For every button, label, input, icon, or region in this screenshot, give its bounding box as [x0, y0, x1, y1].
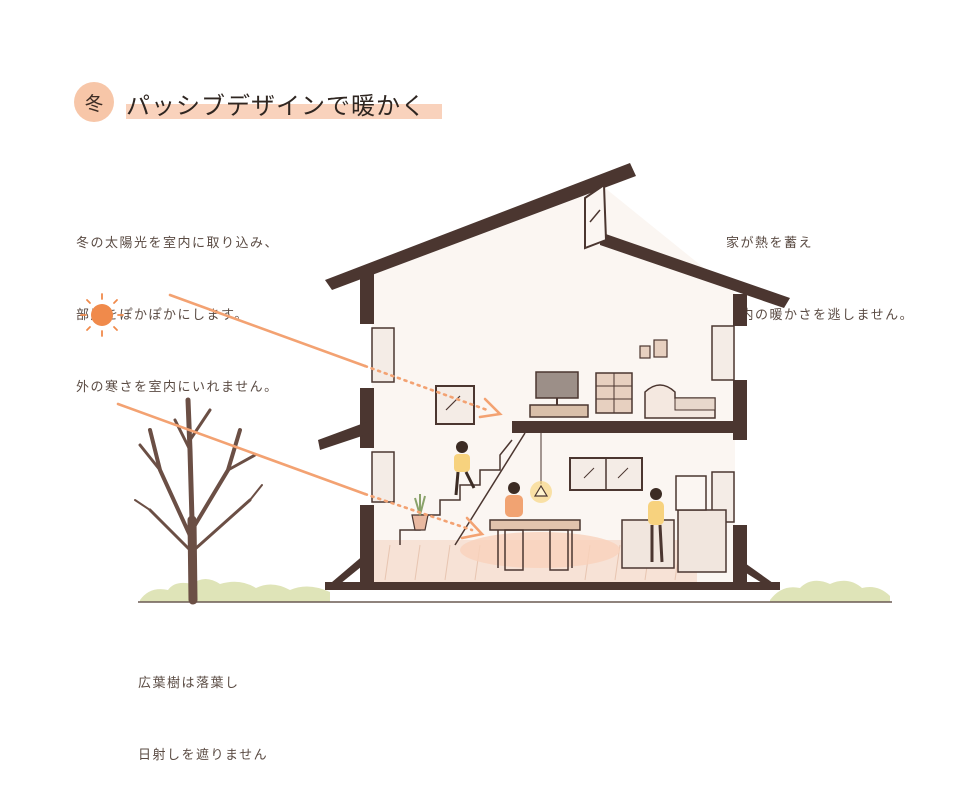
tree-note-line-2: 日射しを遮りません	[138, 748, 269, 763]
pendant-lamp-icon	[530, 433, 552, 503]
sun-note-line-1: 冬の太陽光を室内に取り込み、	[76, 236, 280, 251]
person-in-kitchen	[648, 488, 664, 563]
upstairs-dresser	[595, 372, 633, 414]
upstairs-tv	[529, 371, 589, 418]
house-note: 家が熱を蓄え 室内の暖かさを逃しません。	[726, 184, 914, 352]
wall-frames	[639, 339, 668, 359]
sun-note: 冬の太陽光を室内に取り込み、 部屋をぽかぽかにします。 外の寒さを室内にいれませ…	[76, 184, 279, 424]
page-title-block: パッシブデザインで暖かく	[126, 86, 442, 121]
winter-badge-label: 冬	[84, 92, 104, 115]
house-note-line-2: 室内の暖かさを逃しません。	[726, 308, 915, 323]
page-title: パッシブデザインで暖かく	[126, 92, 426, 120]
sun-note-line-3: 外の寒さを室内にいれません。	[76, 380, 279, 395]
house-note-line-1: 家が熱を蓄え	[726, 236, 814, 251]
bare-tree-icon	[134, 397, 263, 605]
house-cross-section-icon	[80, 163, 892, 605]
title-highlight	[126, 104, 442, 119]
person-at-table	[505, 482, 523, 517]
winter-badge: 冬	[74, 82, 114, 122]
sun-note-line-2: 部屋をぽかぽかにします。	[76, 308, 249, 323]
sunlight-arrow-icon	[116, 293, 503, 540]
person-on-stairs	[454, 441, 476, 496]
dining-table	[489, 519, 581, 571]
stair-window	[435, 385, 475, 425]
kitchen-counter	[621, 475, 727, 573]
house-structure	[318, 163, 790, 590]
potted-plant-icon	[411, 494, 429, 531]
ground-shrubs	[140, 579, 890, 602]
upstairs-bed	[644, 384, 716, 419]
clerestory-window	[584, 183, 608, 250]
kitchen-window	[569, 457, 643, 491]
sun-icon	[80, 293, 124, 337]
